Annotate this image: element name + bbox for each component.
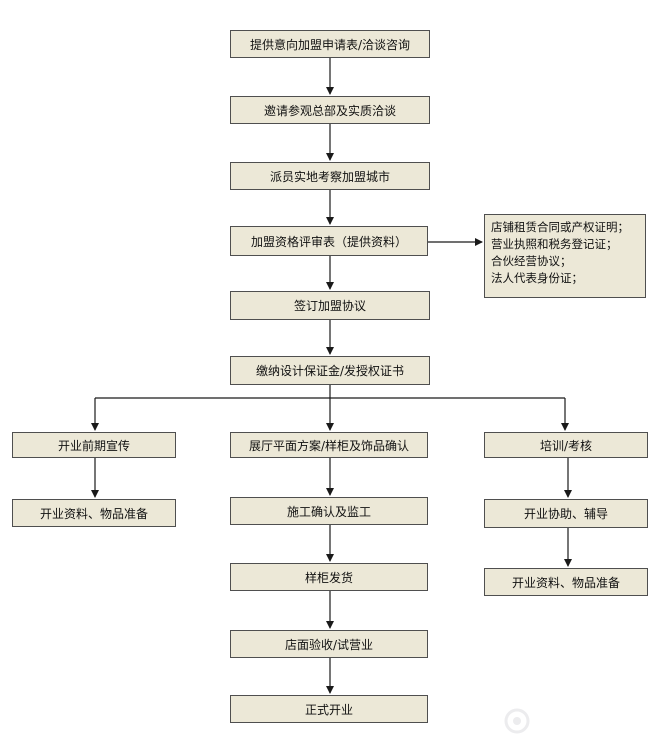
step-grand-opening: 正式开业 [230, 695, 428, 723]
document-line: 合伙经营协议； [491, 254, 572, 268]
step-application-label: 提供意向加盟申请表/洽谈咨询 [249, 37, 411, 52]
step-left-materials-prep: 开业资料、物品准备 [12, 499, 176, 527]
step-showroom-plan: 展厅平面方案/样柜及饰品确认 [230, 432, 428, 458]
step-qualification-review-label: 加盟资格评审表（提供资料） [250, 234, 407, 249]
step-store-acceptance: 店面验收/试营业 [230, 630, 428, 658]
step-training-assessment: 培训/考核 [484, 432, 648, 458]
step-left-materials-prep-label: 开业资料、物品准备 [39, 506, 148, 521]
step-deposit-certificate-label: 缴纳设计保证金/发授权证书 [255, 364, 405, 378]
step-grand-opening-label: 正式开业 [304, 702, 353, 717]
step-right-materials-prep-label: 开业资料、物品准备 [511, 575, 620, 590]
step-pre-opening-promotion-label: 开业前期宣传 [57, 438, 130, 453]
step-construction-supervision: 施工确认及监工 [230, 497, 428, 525]
step-deposit-certificate: 缴纳设计保证金/发授权证书 [230, 356, 430, 385]
step-opening-assistance: 开业协助、辅导 [484, 499, 648, 528]
watermark-logo-icon [504, 708, 530, 734]
step-cabinet-shipping: 样柜发货 [230, 563, 428, 591]
document-line: 营业执照和税务登记证； [491, 237, 618, 251]
step-right-materials-prep: 开业资料、物品准备 [484, 568, 648, 596]
step-pre-opening-promotion: 开业前期宣传 [12, 432, 176, 458]
step-sign-agreement: 签订加盟协议 [230, 291, 430, 320]
step-application: 提供意向加盟申请表/洽谈咨询 [230, 30, 430, 58]
required-documents-note: 店铺租赁合同或产权证明； 营业执照和税务登记证； 合伙经营协议； 法人代表身份证… [484, 214, 646, 298]
step-site-inspection-label: 派员实地考察加盟城市 [269, 169, 390, 184]
step-opening-assistance-label: 开业协助、辅导 [523, 507, 608, 521]
step-site-inspection: 派员实地考察加盟城市 [230, 162, 430, 190]
step-qualification-review: 加盟资格评审表（提供资料） [230, 226, 428, 256]
step-showroom-plan-label: 展厅平面方案/样柜及饰品确认 [248, 438, 410, 453]
step-visit-hq-label: 邀请参观总部及实质洽谈 [263, 103, 396, 118]
document-line: 店铺租赁合同或产权证明； [491, 220, 629, 234]
step-store-acceptance-label: 店面验收/试营业 [284, 637, 374, 652]
step-construction-supervision-label: 施工确认及监工 [286, 504, 371, 519]
document-line: 法人代表身份证； [491, 271, 583, 285]
step-cabinet-shipping-label: 样柜发货 [304, 570, 353, 585]
step-training-assessment-label: 培训/考核 [539, 438, 593, 453]
step-visit-hq: 邀请参观总部及实质洽谈 [230, 96, 430, 124]
step-sign-agreement-label: 签订加盟协议 [293, 299, 366, 313]
